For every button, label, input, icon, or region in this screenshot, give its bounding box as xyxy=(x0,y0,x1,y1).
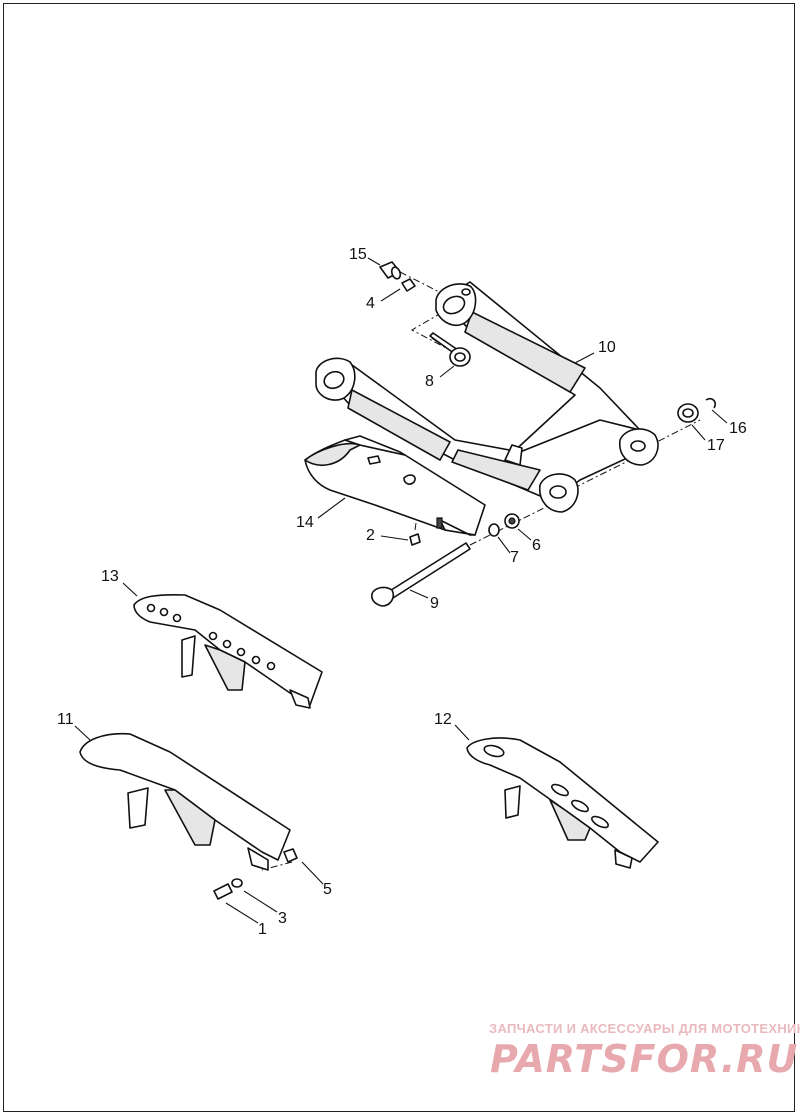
watermark-logo: PARTSFOR.RU xyxy=(490,1037,798,1081)
callout-5: 5 xyxy=(323,881,332,898)
callout-15: 15 xyxy=(349,246,367,263)
callout-9: 9 xyxy=(430,595,439,612)
callout-numbers: 15 4 8 10 16 17 14 2 6 7 9 13 11 12 5 3 … xyxy=(57,246,747,938)
callout-11: 11 xyxy=(57,711,74,728)
plain-belt-guard-11 xyxy=(79,732,291,871)
washer-part-lower xyxy=(231,878,243,888)
callout-14: 14 xyxy=(296,514,314,531)
callout-4: 4 xyxy=(366,295,375,312)
swingarm xyxy=(315,281,659,513)
callout-1: 1 xyxy=(258,921,267,938)
axle-bolt-part xyxy=(371,542,471,607)
callout-7: 7 xyxy=(510,549,519,566)
callout-2: 2 xyxy=(366,527,375,544)
lower-belt-guard xyxy=(304,435,486,536)
watermark-tagline: ЗАПЧАСТИ И АКСЕССУАРЫ ДЛЯ МОТОТЕХНИКИ xyxy=(489,1021,800,1036)
callout-3: 3 xyxy=(278,910,287,927)
callout-13: 13 xyxy=(101,568,119,585)
nut-part-upper xyxy=(401,278,416,292)
callout-17: 17 xyxy=(707,437,725,454)
callout-12: 12 xyxy=(434,711,452,728)
bolt-part-lower xyxy=(213,883,233,900)
perforated-belt-guard-13 xyxy=(133,593,323,709)
bushing-part xyxy=(677,403,699,423)
bearing-part xyxy=(504,513,520,529)
callout-6: 6 xyxy=(532,537,541,554)
watermark: ЗАПЧАСТИ И АКСЕССУАРЫ ДЛЯ МОТОТЕХНИКИ PA… xyxy=(489,1021,800,1081)
callout-leaders xyxy=(74,257,728,924)
screw-part xyxy=(409,533,421,546)
sleeve-part xyxy=(379,261,402,280)
clip-part xyxy=(705,397,717,409)
nut-part-lower xyxy=(283,848,298,863)
callout-8: 8 xyxy=(425,373,434,390)
washer-part xyxy=(488,523,500,537)
bolt-washer-part xyxy=(429,332,471,367)
callout-16: 16 xyxy=(729,420,747,437)
slotted-belt-guard-12 xyxy=(466,737,659,869)
callout-10: 10 xyxy=(598,339,616,356)
diagram-frame xyxy=(3,3,795,1112)
